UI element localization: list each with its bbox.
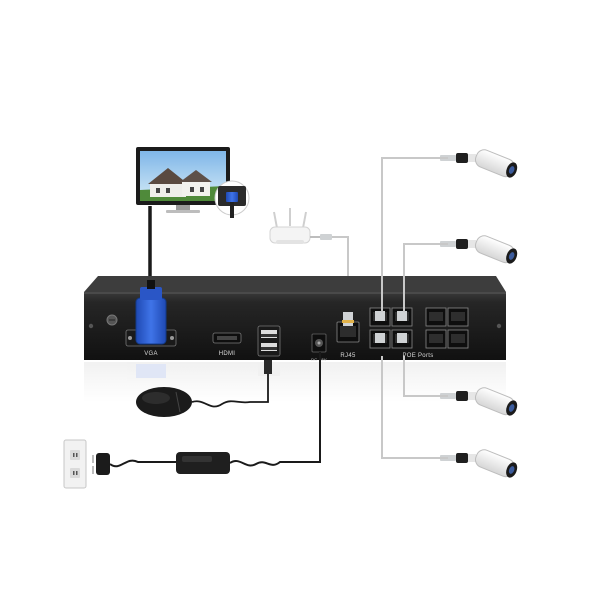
poe-port	[369, 329, 391, 349]
bullet-camera-icon	[440, 449, 518, 478]
bullet-camera-icon	[440, 149, 518, 178]
dc-label: DC 48V	[311, 357, 327, 362]
poe-port	[425, 329, 447, 349]
ac-cable	[109, 459, 176, 468]
bullet-camera-icon	[440, 235, 518, 264]
power-adapter-icon	[176, 452, 230, 474]
poe-label: POE Ports	[402, 353, 433, 359]
poe-port	[391, 329, 413, 349]
mouse-icon	[136, 387, 192, 417]
usb-ports	[257, 325, 281, 357]
vga-port: VGA	[125, 280, 177, 357]
monitor-icon	[136, 147, 230, 213]
wall-outlet-icon	[63, 439, 87, 489]
mouse-cable	[191, 372, 269, 408]
poe-port-block: POE Ports	[369, 307, 469, 359]
poe-port	[369, 307, 391, 327]
poe-port	[447, 307, 469, 327]
ground-screw-icon	[106, 314, 118, 326]
nvr-recorder: VGA HDMI DC 48V RJ45	[84, 276, 506, 362]
hdmi-label: HDMI	[219, 351, 236, 357]
dc-cable	[229, 352, 321, 467]
poe-port	[447, 329, 469, 349]
poe-port	[425, 307, 447, 327]
rj45-port: RJ45	[336, 312, 360, 359]
router-icon	[269, 208, 311, 244]
camera-cables	[381, 157, 448, 459]
ac-plug-icon	[92, 453, 110, 475]
monitor-vga-inset	[214, 180, 250, 218]
bullet-camera-icon	[440, 387, 518, 416]
poe-port	[391, 307, 413, 327]
hdmi-port: HDMI	[212, 332, 242, 357]
vga-label: VGA	[144, 351, 158, 357]
rj45-label: RJ45	[340, 353, 356, 359]
